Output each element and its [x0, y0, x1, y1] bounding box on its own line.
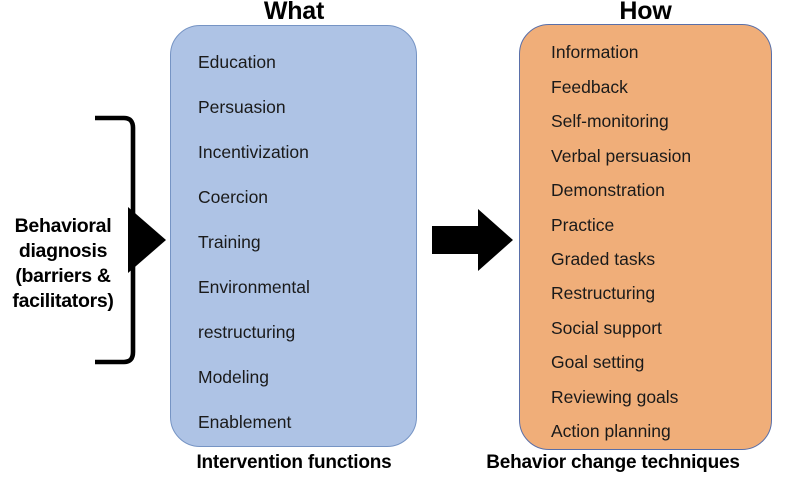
behavior-change-technique-item: Graded tasks	[551, 248, 656, 269]
behavior-change-technique-item: Verbal persuasion	[551, 145, 692, 166]
behavior-change-technique-item: Restructuring	[551, 283, 656, 304]
intervention-function-item: restructuring	[198, 321, 296, 342]
left-label-line-3: (barriers &	[15, 264, 111, 287]
behavior-change-technique-item: Social support	[551, 317, 662, 338]
intervention-function-item: Modeling	[198, 366, 270, 387]
behavioral-diagnosis-label: Behavioral diagnosis (barriers & facilit…	[0, 214, 126, 314]
behavior-change-technique-item: Reviewing goals	[551, 386, 679, 407]
left-label-line-2: diagnosis	[18, 239, 108, 262]
column-heading-what: What	[263, 0, 325, 25]
intervention-function-item: Incentivization	[198, 141, 309, 162]
behavior-change-technique-item: Feedback	[551, 76, 628, 97]
behavior-change-technique-item: Demonstration	[551, 180, 665, 201]
intervention-function-item: Coercion	[198, 186, 269, 207]
intervention-function-item: Environmental	[198, 276, 310, 297]
behavior-change-technique-item: Practice	[551, 214, 615, 235]
behavior-change-technique-item: Information	[551, 42, 639, 63]
intervention-function-item: Education	[198, 51, 276, 72]
intervention-function-item: Training	[198, 231, 261, 252]
intervention-function-item: Enablement	[198, 411, 292, 432]
caption-behavior-change-techniques: Behavior change techniques	[486, 452, 740, 473]
behavior-change-technique-item: Self-monitoring	[551, 111, 669, 132]
column-heading-how: How	[619, 0, 672, 25]
left-label-line-4: facilitators)	[12, 289, 114, 312]
intervention-function-item: Persuasion	[198, 96, 286, 117]
behavior-change-technique-item: Action planning	[551, 421, 671, 442]
triangle-arrowhead-icon	[128, 207, 166, 273]
caption-intervention-functions: Intervention functions	[196, 452, 392, 473]
block-arrow-icon	[432, 209, 513, 271]
left-label-line-1: Behavioral	[14, 215, 112, 237]
behavior-change-technique-item: Goal setting	[551, 352, 645, 373]
